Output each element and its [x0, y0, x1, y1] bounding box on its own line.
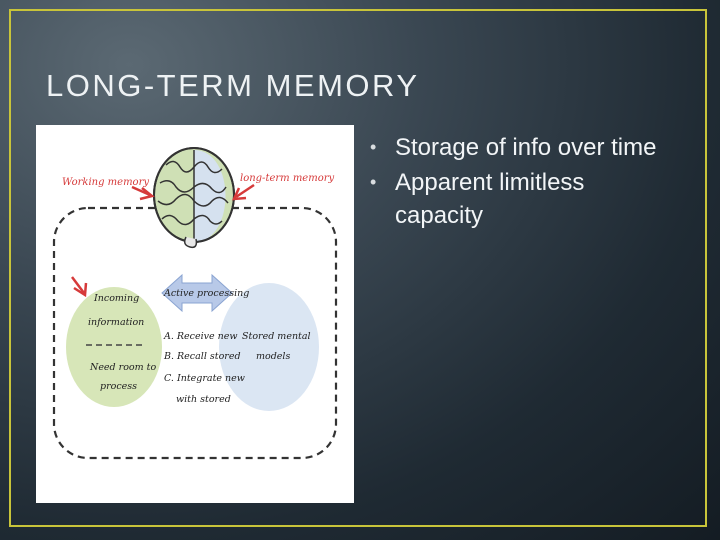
svg-text:models: models [256, 351, 290, 362]
svg-text:C. Integrate new: C. Integrate new [164, 373, 245, 384]
svg-text:Stored mental: Stored mental [242, 331, 311, 342]
bullet-dot-icon: • [370, 137, 377, 157]
stored-models-circle [219, 283, 319, 411]
slide-frame [9, 9, 707, 527]
bullet-item: • Apparent limitless capacity [368, 166, 668, 232]
brain-icon [153, 147, 235, 249]
long-term-memory-label: long-term memory [240, 173, 335, 184]
red-arrow-incoming [71, 276, 88, 298]
svg-text:information: information [88, 317, 144, 328]
svg-text:Need room to: Need room to [89, 362, 156, 373]
svg-text:process: process [100, 381, 137, 392]
bullet-text: Storage of info over time [395, 134, 657, 161]
svg-text:Active processing: Active processing [163, 288, 249, 299]
bullet-list: • Storage of info over time • Apparent l… [368, 131, 668, 234]
working-memory-label: Working memory [62, 177, 149, 188]
red-arrow-right [231, 183, 255, 201]
active-processing-arrow [161, 273, 233, 313]
bullet-item: • Storage of info over time [368, 131, 668, 164]
red-arrow-left [131, 185, 155, 201]
bullet-text: Apparent limitless capacity [395, 169, 585, 229]
long-term-memory-diagram: Working memory long-term memory Incoming… [36, 125, 354, 503]
svg-text:B. Recall stored: B. Recall stored [163, 351, 241, 362]
bullet-dot-icon: • [370, 172, 377, 192]
svg-text:with stored: with stored [176, 394, 231, 405]
incoming-circle [66, 287, 162, 407]
svg-text:A. Receive new: A. Receive new [163, 331, 238, 342]
slide-title: LONG-TERM MEMORY [46, 68, 420, 103]
svg-text:Incoming: Incoming [93, 293, 139, 304]
